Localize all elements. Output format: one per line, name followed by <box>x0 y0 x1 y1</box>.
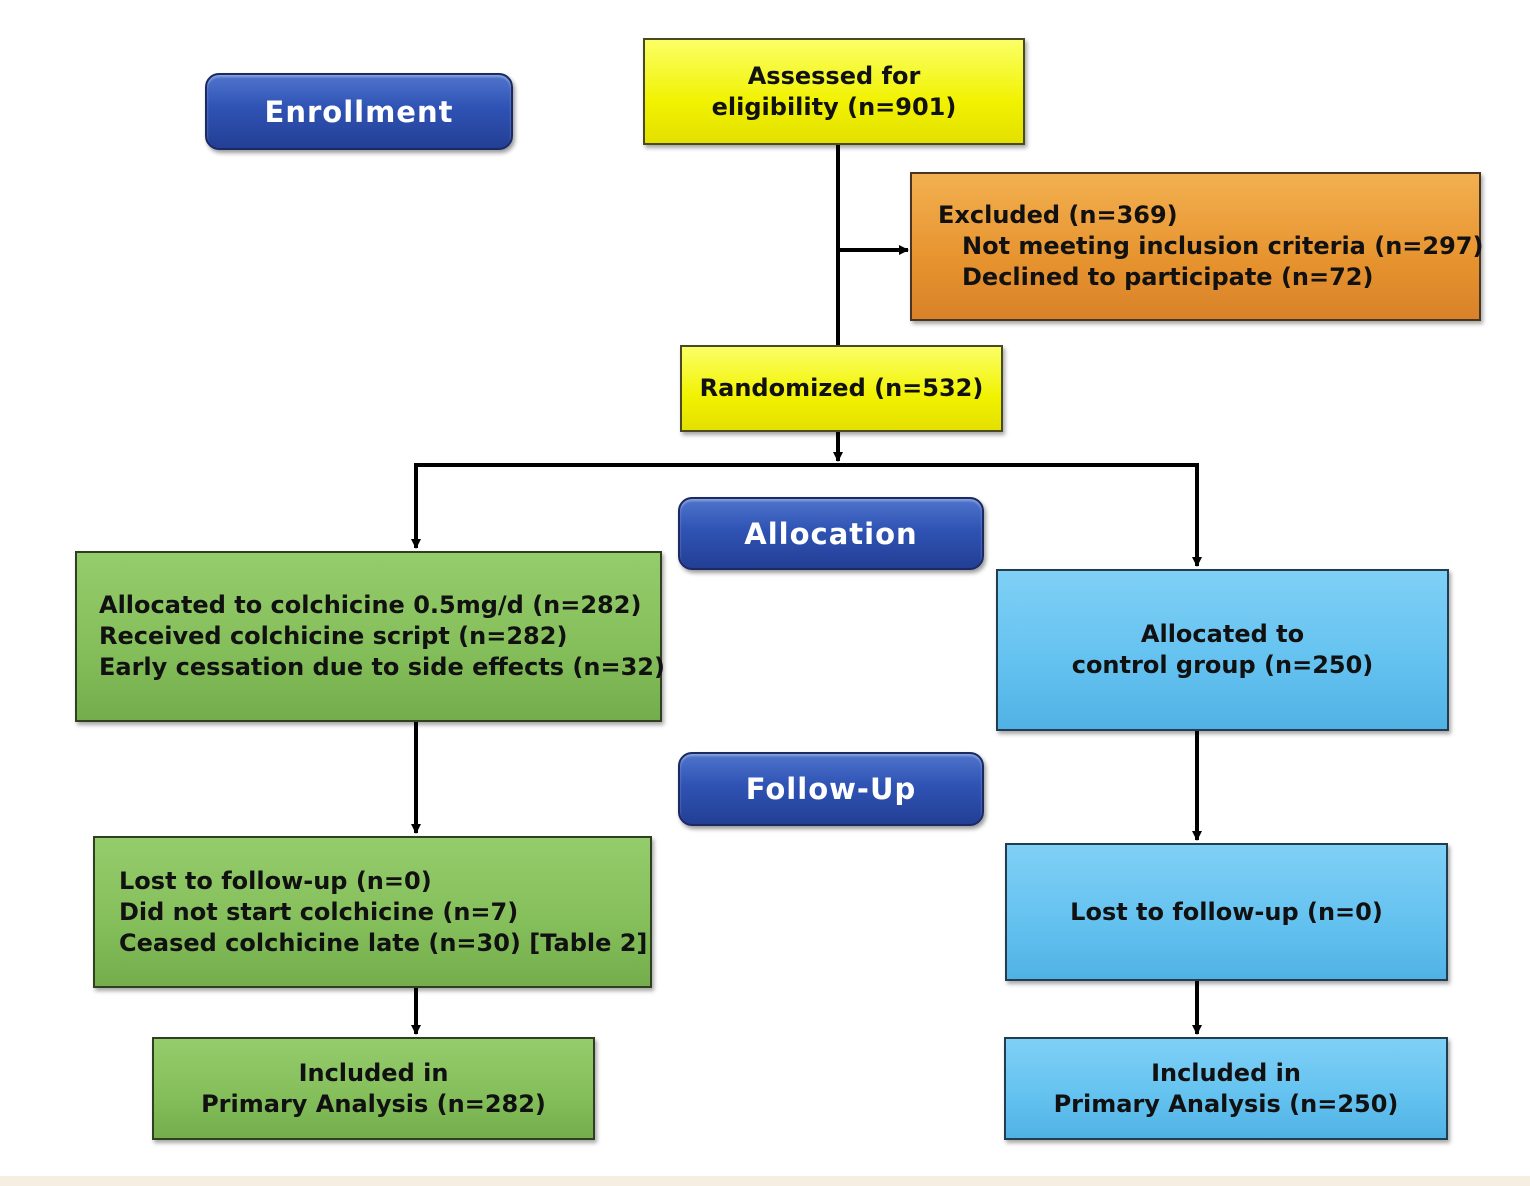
colchicine-alloc-line-3: Early cessation due to side effects (n=3… <box>99 653 665 681</box>
colchicine-followup-line-1: Lost to follow-up (n=0) <box>119 866 432 895</box>
bottom-band <box>0 1176 1530 1186</box>
control-analysis-line-1: Included in <box>1151 1058 1301 1087</box>
control-analysis-line-2: Primary Analysis (n=250) <box>1053 1089 1399 1118</box>
control-alloc-line-2: control group (n=250) <box>1071 651 1374 679</box>
control-analysis-box: Included in Primary Analysis (n=250) <box>1004 1037 1448 1140</box>
control-allocation-box: Allocated to control group (n=250) <box>996 569 1449 731</box>
control-followup-text: Lost to follow-up (n=0) <box>1070 897 1383 926</box>
colchicine-followup-box: Lost to follow-up (n=0) Did not start co… <box>93 836 652 988</box>
randomized-text: Randomized (n=532) <box>699 374 984 402</box>
excluded-item-inclusion: Not meeting inclusion criteria (n=297) <box>962 232 1484 260</box>
control-followup-box: Lost to follow-up (n=0) <box>1005 843 1448 981</box>
colchicine-analysis-line-1: Included in <box>298 1058 449 1087</box>
excluded-item-declined: Declined to participate (n=72) <box>962 263 1374 291</box>
randomized-box: Randomized (n=532) <box>680 345 1003 432</box>
stage-enrollment: Enrollment <box>205 73 513 150</box>
colchicine-analysis-box: Included in Primary Analysis (n=282) <box>152 1037 595 1140</box>
colchicine-alloc-line-2: Received colchicine script (n=282) <box>99 622 568 650</box>
colchicine-followup-line-3: Ceased colchicine late (n=30) [Table 2] <box>119 928 648 957</box>
colchicine-analysis-line-2: Primary Analysis (n=282) <box>201 1089 546 1118</box>
assessed-for-eligibility-box: Assessed for eligibility (n=901) <box>643 38 1025 145</box>
colchicine-allocation-box: Allocated to colchicine 0.5mg/d (n=282) … <box>75 551 665 722</box>
colchicine-alloc-line-1: Allocated to colchicine 0.5mg/d (n=282) <box>99 591 642 619</box>
assessed-line-2: eligibility (n=901) <box>711 92 957 121</box>
excluded-title: Excluded (n=369) <box>938 201 1178 229</box>
control-alloc-line-1: Allocated to <box>1140 620 1305 648</box>
stage-allocation: Allocation <box>678 497 984 570</box>
assessed-line-1: Assessed for <box>747 61 921 90</box>
colchicine-followup-line-2: Did not start colchicine (n=7) <box>119 897 519 926</box>
excluded-box: Excluded (n=369) Not meeting inclusion c… <box>910 172 1484 321</box>
stage-follow-up: Follow-Up <box>678 752 984 826</box>
